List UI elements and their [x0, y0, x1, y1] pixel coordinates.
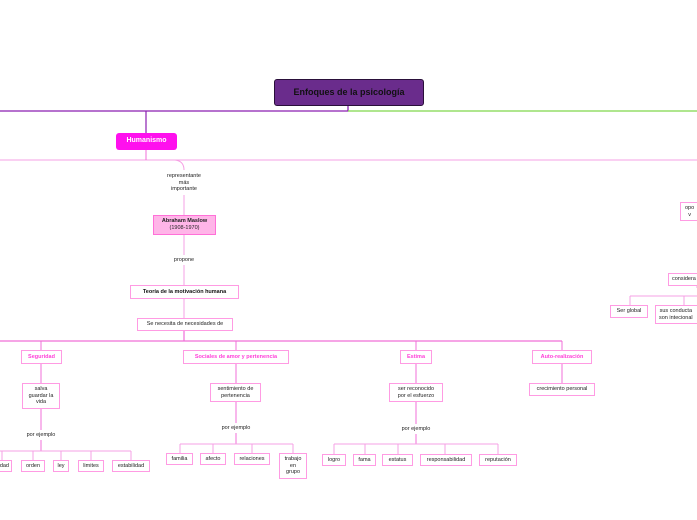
right-partial-node-1[interactable]: opo v	[680, 202, 697, 221]
maslow-node[interactable]: Abraham Maslow (1908-1970)	[153, 215, 216, 235]
estima-example-2[interactable]: fama	[353, 454, 376, 466]
category-seguridad[interactable]: Seguridad	[21, 350, 62, 364]
sociales-example-4[interactable]: trabajo en grupo	[279, 453, 307, 479]
seguridad-example-4[interactable]: limites	[78, 460, 104, 472]
sociales-example-2[interactable]: afecto	[200, 453, 226, 465]
seguridad-desc[interactable]: salva guardar la vida	[22, 383, 60, 409]
category-autorrealizacion[interactable]: Auto-realización	[532, 350, 592, 364]
maslow-name: Abraham Maslow	[161, 218, 208, 225]
estima-link-label: por ejemplo	[401, 425, 431, 432]
seguridad-example-1[interactable]: dad	[0, 460, 12, 472]
needs-node[interactable]: Se necesita de necesidades de	[137, 318, 233, 331]
theory-node[interactable]: Teoría de la motivación humana	[130, 285, 239, 299]
autorrealizacion-desc[interactable]: crecimiento personal	[529, 383, 595, 396]
representante-link-label: representante más importante	[167, 173, 201, 193]
category-estima[interactable]: Estima	[400, 350, 432, 364]
right-partial-node-2[interactable]: considera	[668, 273, 697, 286]
humanismo-topic[interactable]: Humanismo	[116, 133, 177, 150]
seguridad-example-2[interactable]: orden	[21, 460, 45, 472]
estima-example-5[interactable]: reputación	[479, 454, 517, 466]
category-sociales[interactable]: Sociales de amor y pertenencia	[183, 350, 289, 364]
seguridad-example-3[interactable]: ley	[53, 460, 69, 472]
estima-example-1[interactable]: logro	[322, 454, 346, 466]
propone-link-label: propone	[173, 256, 195, 263]
sociales-example-1[interactable]: familia	[166, 453, 193, 465]
sociales-example-3[interactable]: relaciones	[234, 453, 270, 465]
seguridad-link-label: por ejemplo	[26, 431, 56, 438]
estima-example-3[interactable]: estatus	[382, 454, 413, 466]
estima-desc[interactable]: ser reconocido por el esfuerzo	[389, 383, 443, 402]
maslow-years: (1908-1970)	[169, 225, 200, 231]
seguridad-example-5[interactable]: estabilidad	[112, 460, 150, 472]
sociales-desc[interactable]: sentimiento de pertenencia	[210, 383, 261, 402]
estima-example-4[interactable]: responsabilidad	[420, 454, 472, 466]
root-topic[interactable]: Enfoques de la psicología	[274, 79, 424, 106]
ser-global-node[interactable]: Ser global	[610, 305, 648, 318]
sociales-link-label: por ejemplo	[221, 424, 251, 431]
right-partial-node-3[interactable]: sus conducta son intecional	[655, 305, 697, 324]
